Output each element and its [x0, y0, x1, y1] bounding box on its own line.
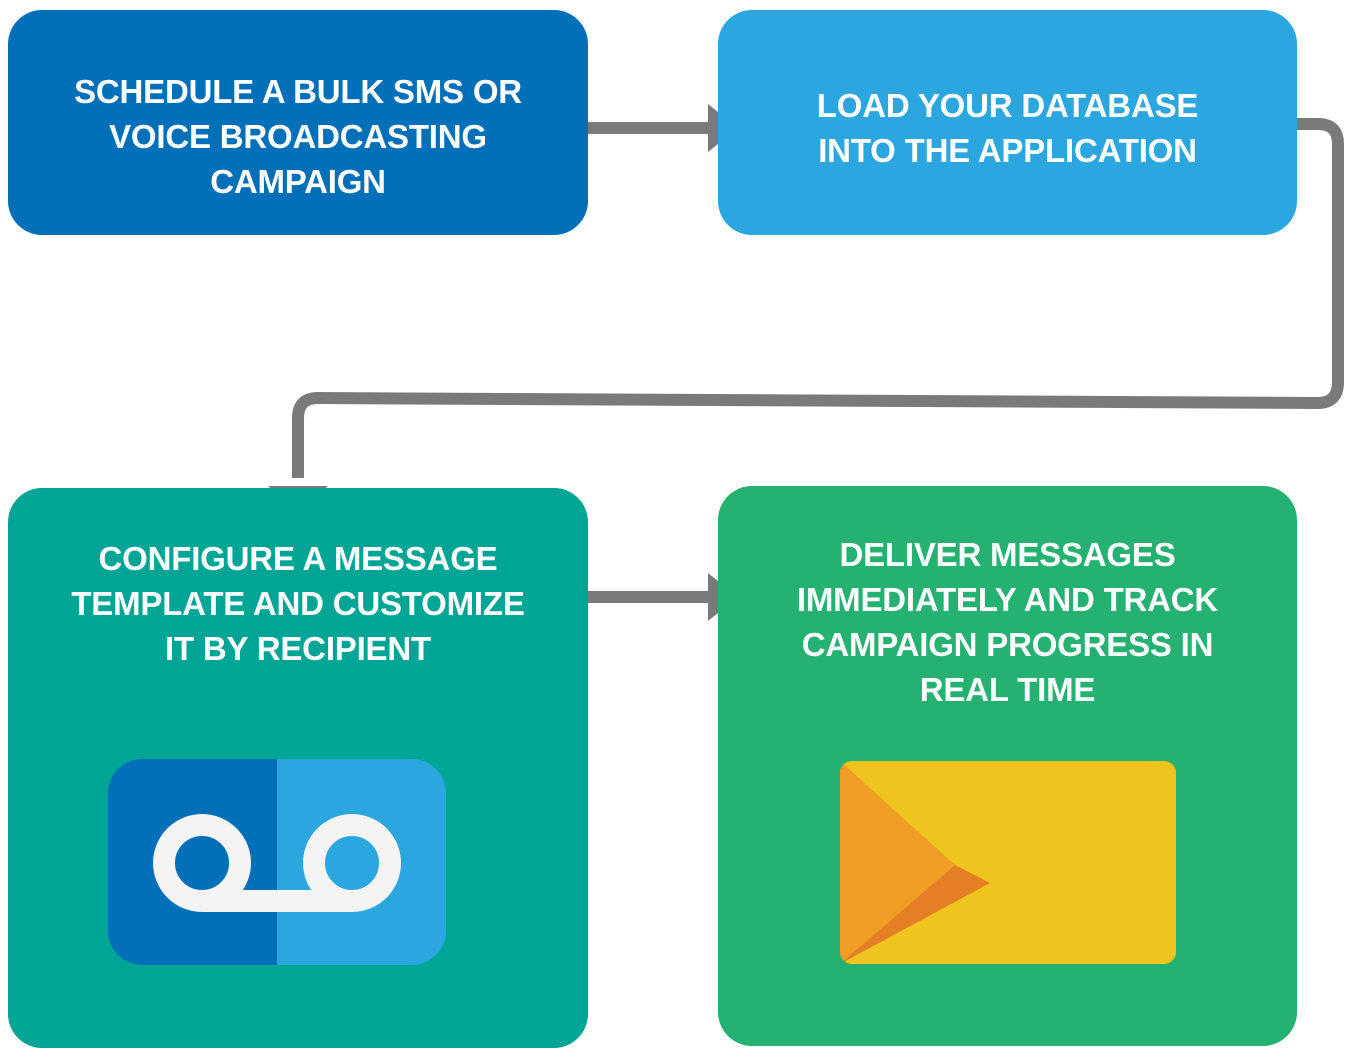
voicemail-icon: [108, 759, 446, 965]
envelope-icon: [840, 761, 1176, 964]
step-schedule-campaign: SCHEDULE A BULK SMS OR VOICE BROADCASTIN…: [8, 10, 588, 235]
arrow-step1-to-step2: [588, 104, 738, 152]
step-deliver-messages-label: DELIVER MESSAGES IMMEDIATELY AND TRACK C…: [796, 536, 1219, 708]
step-configure-template-label: CONFIGURE A MESSAGE TEMPLATE AND CUSTOMI…: [71, 540, 525, 667]
step-load-database: LOAD YOUR DATABASE INTO THE APPLICATION: [718, 10, 1297, 235]
step-load-database-label: LOAD YOUR DATABASE INTO THE APPLICATION: [816, 87, 1199, 169]
step-configure-template: CONFIGURE A MESSAGE TEMPLATE AND CUSTOMI…: [8, 488, 588, 1048]
step-deliver-messages: DELIVER MESSAGES IMMEDIATELY AND TRACK C…: [718, 486, 1297, 1046]
arrow-step3-to-step4: [588, 573, 738, 621]
step-schedule-campaign-label: SCHEDULE A BULK SMS OR VOICE BROADCASTIN…: [74, 73, 522, 200]
